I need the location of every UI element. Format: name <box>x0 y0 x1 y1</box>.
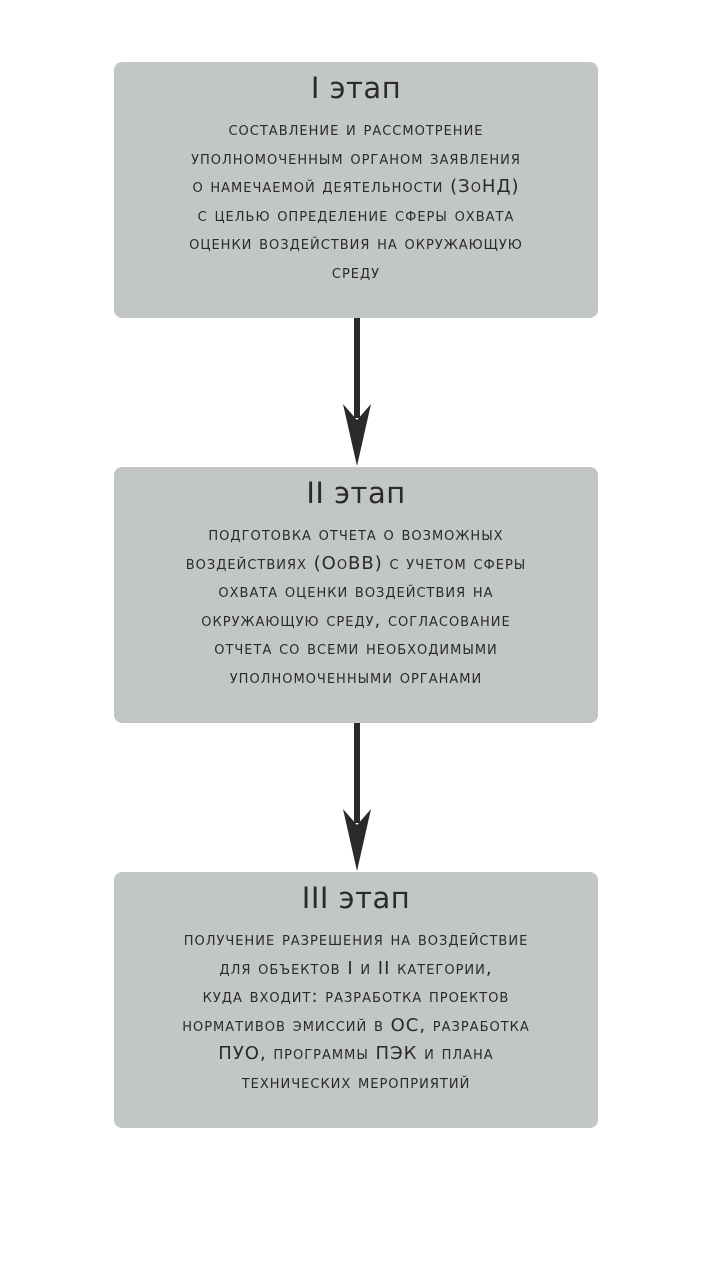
description-line: оценки воздействия на окружающую <box>189 233 523 254</box>
description-line: о намечаемой деятельности (ЗоНД) <box>192 176 520 197</box>
description-line: получение разрешения на воздействие <box>183 929 529 950</box>
stage-3-box: III этап получение разрешения на воздейс… <box>114 872 598 1128</box>
description-line: ПУО, программы ПЭК и плана <box>218 1043 494 1064</box>
description-line: окружающую среду, согласование <box>201 609 511 631</box>
stage-2-box: II этап подготовка отчета о возможных во… <box>114 467 598 723</box>
stage-title: I этап <box>310 71 402 105</box>
description-line: среду <box>331 261 381 283</box>
description-line: составление и рассмотрение <box>228 119 484 140</box>
description-line: охвата оценки воздействия на <box>218 581 494 602</box>
description-line: уполномоченным органом заявления <box>191 147 521 169</box>
description-line: отчета со всеми необходимыми <box>214 638 498 659</box>
arrow-down-icon <box>343 318 371 466</box>
description-line: с целью определение сферы охвата <box>197 204 515 226</box>
stage-description: составление и рассмотрение уполномоченны… <box>114 116 598 287</box>
description-line: куда входит: разработка проектов <box>202 986 510 1007</box>
arrow-down-icon <box>343 723 371 871</box>
description-line: технических мероприятий <box>241 1071 471 1093</box>
description-line: для объектов I и II категории, <box>219 957 493 979</box>
stage-title: III этап <box>301 881 411 915</box>
stage-1-box: I этап составление и рассмотрение уполно… <box>114 62 598 318</box>
stage-description: получение разрешения на воздействие для … <box>114 926 598 1097</box>
description-line: нормативов эмиссий в ОС, разработка <box>182 1014 530 1036</box>
description-line: воздействиях (ОоВВ) с учетом сферы <box>185 552 527 574</box>
stage-description: подготовка отчета о возможных воздействи… <box>114 521 598 692</box>
description-line: уполномоченными органами <box>229 666 483 688</box>
stage-title: II этап <box>306 476 406 510</box>
description-line: подготовка отчета о возможных <box>208 524 504 545</box>
